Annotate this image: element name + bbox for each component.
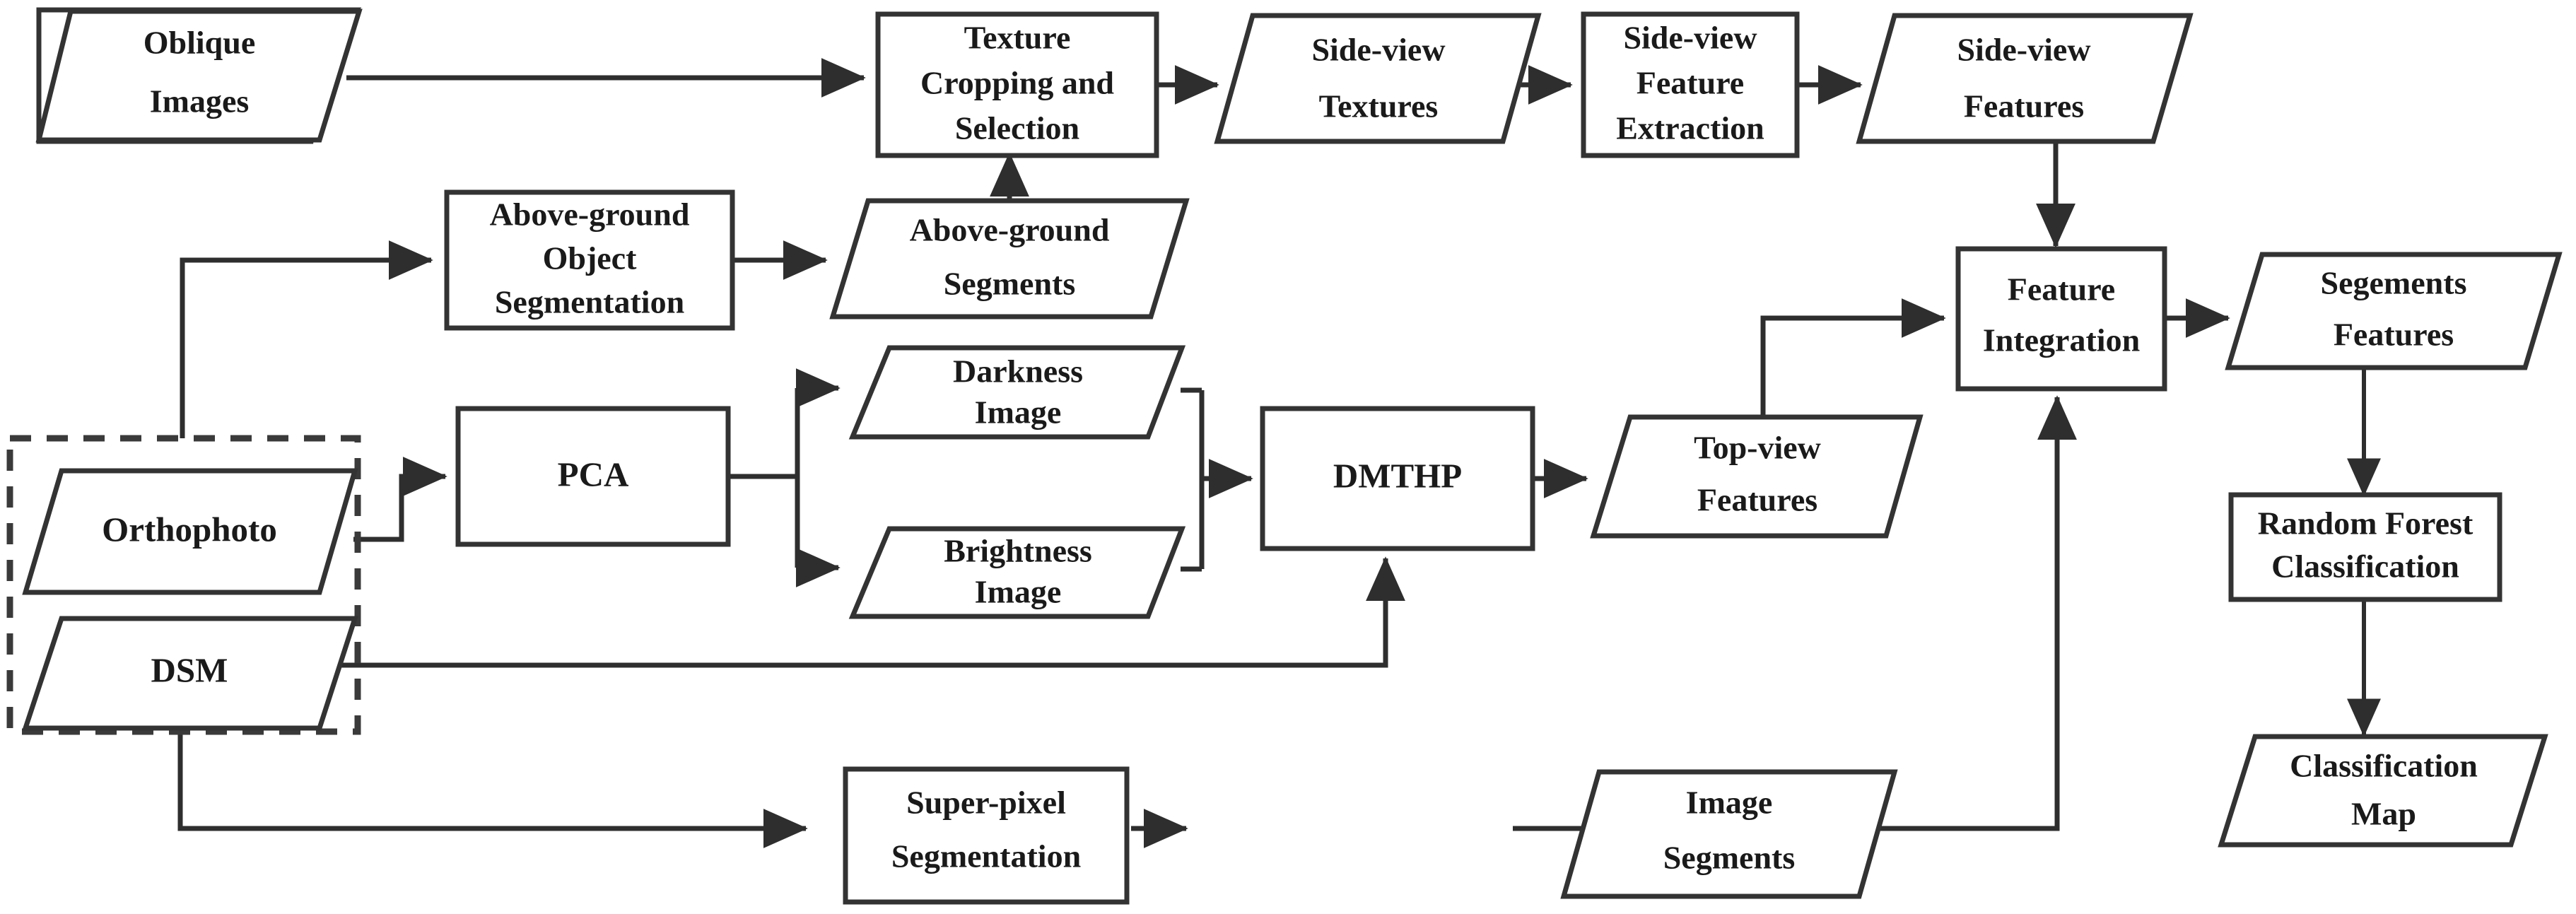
top-view-features-line1: Top-view bbox=[1694, 430, 1821, 466]
node-orthophoto[interactable]: Orthophoto bbox=[22, 468, 358, 595]
texture-cropping-line3: Selection bbox=[955, 110, 1079, 146]
edge-inputgroup-to-abovegroundseg bbox=[180, 240, 433, 438]
node-darkness-image[interactable]: Darkness Image bbox=[848, 345, 1186, 440]
node-side-view-features[interactable]: Side-view Features bbox=[1856, 13, 2194, 144]
segments-features-line2: Features bbox=[2334, 317, 2454, 353]
side-view-features-line1: Side-view bbox=[1957, 32, 2090, 68]
node-aboveground-seg[interactable]: Above-ground Object Segmentation bbox=[444, 189, 735, 331]
node-side-view-textures[interactable]: Side-view Textures bbox=[1214, 13, 1542, 144]
node-oblique-images[interactable]: Oblique Images bbox=[35, 7, 363, 144]
random-forest-line1: Random Forest bbox=[2258, 505, 2473, 541]
side-view-features-line2: Features bbox=[1964, 88, 2084, 124]
texture-cropping-line1: Texture bbox=[964, 20, 1071, 56]
oblique-images-line2: Images bbox=[150, 83, 250, 119]
feature-integration-line1: Feature bbox=[2008, 271, 2115, 307]
random-forest-line2: Classification bbox=[2271, 549, 2459, 585]
node-pca[interactable]: PCA bbox=[455, 406, 731, 547]
node-side-view-extraction[interactable]: Side-view Feature Extraction bbox=[1581, 11, 1800, 158]
top-view-features-line2: Features bbox=[1697, 482, 1817, 518]
node-segments-features[interactable]: Segements Features bbox=[2225, 252, 2563, 370]
edge-inputgroup-to-superpixel bbox=[177, 732, 808, 848]
darkness-image-line2: Image bbox=[975, 394, 1062, 430]
node-brightness-image[interactable]: Brightness Image bbox=[848, 526, 1186, 619]
aboveground-seg-line1: Above-ground bbox=[490, 197, 690, 233]
superpixel-seg-line1: Super-pixel bbox=[906, 785, 1066, 821]
aboveground-seg-line2: Object bbox=[543, 240, 638, 276]
image-segments-line2: Segments bbox=[1663, 840, 1796, 876]
edge-layer bbox=[177, 58, 2381, 848]
node-image-segments[interactable]: Image Segments bbox=[1560, 769, 1898, 899]
superpixel-seg-line2: Segmentation bbox=[891, 838, 1081, 874]
side-view-extraction-line3: Extraction bbox=[1616, 110, 1764, 146]
dsm-label: DSM bbox=[151, 650, 228, 689]
node-classification-map[interactable]: Classification Map bbox=[2218, 734, 2548, 848]
classification-map-line1: Classification bbox=[2290, 748, 2478, 784]
texture-cropping-line2: Cropping and bbox=[920, 65, 1114, 101]
oblique-images-line1: Oblique bbox=[144, 25, 256, 61]
brightness-image-line2: Image bbox=[975, 574, 1062, 610]
side-view-extraction-line1: Side-view bbox=[1623, 20, 1757, 56]
pca-label: PCA bbox=[558, 455, 629, 493]
node-layer: Oblique Images Texture Cropping and Sele… bbox=[22, 7, 2563, 905]
orthophoto-label: Orthophoto bbox=[102, 510, 277, 549]
side-view-textures-line1: Side-view bbox=[1311, 32, 1445, 68]
input-data-group-box bbox=[6, 435, 361, 735]
node-feature-integration[interactable]: Feature Integration bbox=[1955, 246, 2167, 392]
node-aboveground-segments[interactable]: Above-ground Segments bbox=[829, 198, 1190, 320]
node-superpixel-seg[interactable]: Super-pixel Segmentation bbox=[843, 766, 1130, 905]
aboveground-seg-line3: Segmentation bbox=[495, 284, 684, 320]
edge-topview-to-integration bbox=[1760, 298, 1946, 417]
side-view-extraction-line2: Feature bbox=[1637, 65, 1744, 101]
brightness-image-line1: Brightness bbox=[944, 533, 1092, 569]
edge-orthophoto-to-pca bbox=[353, 457, 447, 542]
node-dmthp[interactable]: DMTHP bbox=[1260, 406, 1535, 551]
node-top-view-features[interactable]: Top-view Features bbox=[1590, 414, 1924, 539]
dmthp-label: DMTHP bbox=[1333, 456, 1462, 495]
feature-integration-line2: Integration bbox=[1983, 322, 2140, 358]
image-segments-line1: Image bbox=[1686, 785, 1773, 821]
aboveground-segments-line2: Segments bbox=[944, 266, 1076, 302]
node-texture-cropping[interactable]: Texture Cropping and Selection bbox=[875, 11, 1159, 158]
classification-map-line2: Map bbox=[2351, 796, 2416, 832]
darkness-image-line1: Darkness bbox=[953, 353, 1083, 389]
aboveground-segments-line1: Above-ground bbox=[910, 212, 1110, 248]
node-dsm[interactable]: DSM bbox=[22, 616, 358, 731]
node-random-forest[interactable]: Random Forest Classification bbox=[2228, 492, 2502, 602]
segments-features-line1: Segements bbox=[2321, 265, 2467, 301]
edge-dsm-to-dmthp bbox=[320, 556, 1405, 668]
side-view-textures-line2: Textures bbox=[1319, 88, 1439, 124]
